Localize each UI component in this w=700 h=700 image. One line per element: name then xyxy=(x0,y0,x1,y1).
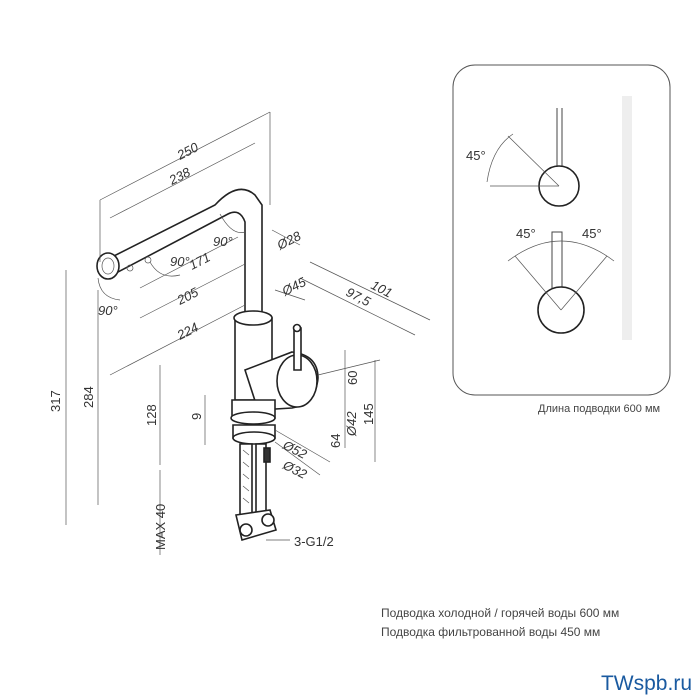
dim-238: 238 xyxy=(166,164,194,188)
dim-128: 128 xyxy=(144,404,159,426)
angle-90-left: 90° xyxy=(98,303,118,318)
dim-205: 205 xyxy=(174,284,202,308)
hose-length-label: Длина подводки 600 мм xyxy=(538,403,661,415)
dim-284: 284 xyxy=(81,386,96,408)
dim-64: 64 xyxy=(328,434,343,448)
dim-171: 171 xyxy=(187,249,213,272)
dim-101: 101 xyxy=(369,277,395,300)
dim-d52: Ø52 xyxy=(280,437,310,462)
lever-rotation-inset: 45° 45° 45° xyxy=(452,64,671,396)
faucet-outline xyxy=(96,188,319,542)
inset-angle-left: 45° xyxy=(516,226,536,241)
dim-max40: MAX 40 xyxy=(153,504,168,550)
dim-d32: Ø32 xyxy=(280,457,310,482)
dim-60: 60 xyxy=(345,371,360,385)
dim-145: 145 xyxy=(361,403,376,425)
dim-9: 9 xyxy=(189,413,204,420)
angle-90-top: 90° xyxy=(213,234,233,249)
dimension-lines xyxy=(65,111,431,555)
inset-angle-right: 45° xyxy=(582,226,602,241)
supply-note-1: Подводка холодной / горячей воды 600 мм xyxy=(381,606,620,620)
angle-90-mid: 90° xyxy=(170,254,190,269)
supply-note-2: Подводка фильтрованной воды 450 мм xyxy=(381,625,601,639)
brand-watermark[interactable]: TWspb.ru xyxy=(600,672,692,695)
inset-angle-single: 45° xyxy=(466,148,486,163)
dim-d42: Ø42 xyxy=(344,411,359,437)
thread-label: 3-G1/2 xyxy=(294,534,334,549)
dim-317: 317 xyxy=(48,390,63,412)
dim-d28: Ø28 xyxy=(274,228,304,253)
dim-d45: Ø45 xyxy=(279,274,309,299)
